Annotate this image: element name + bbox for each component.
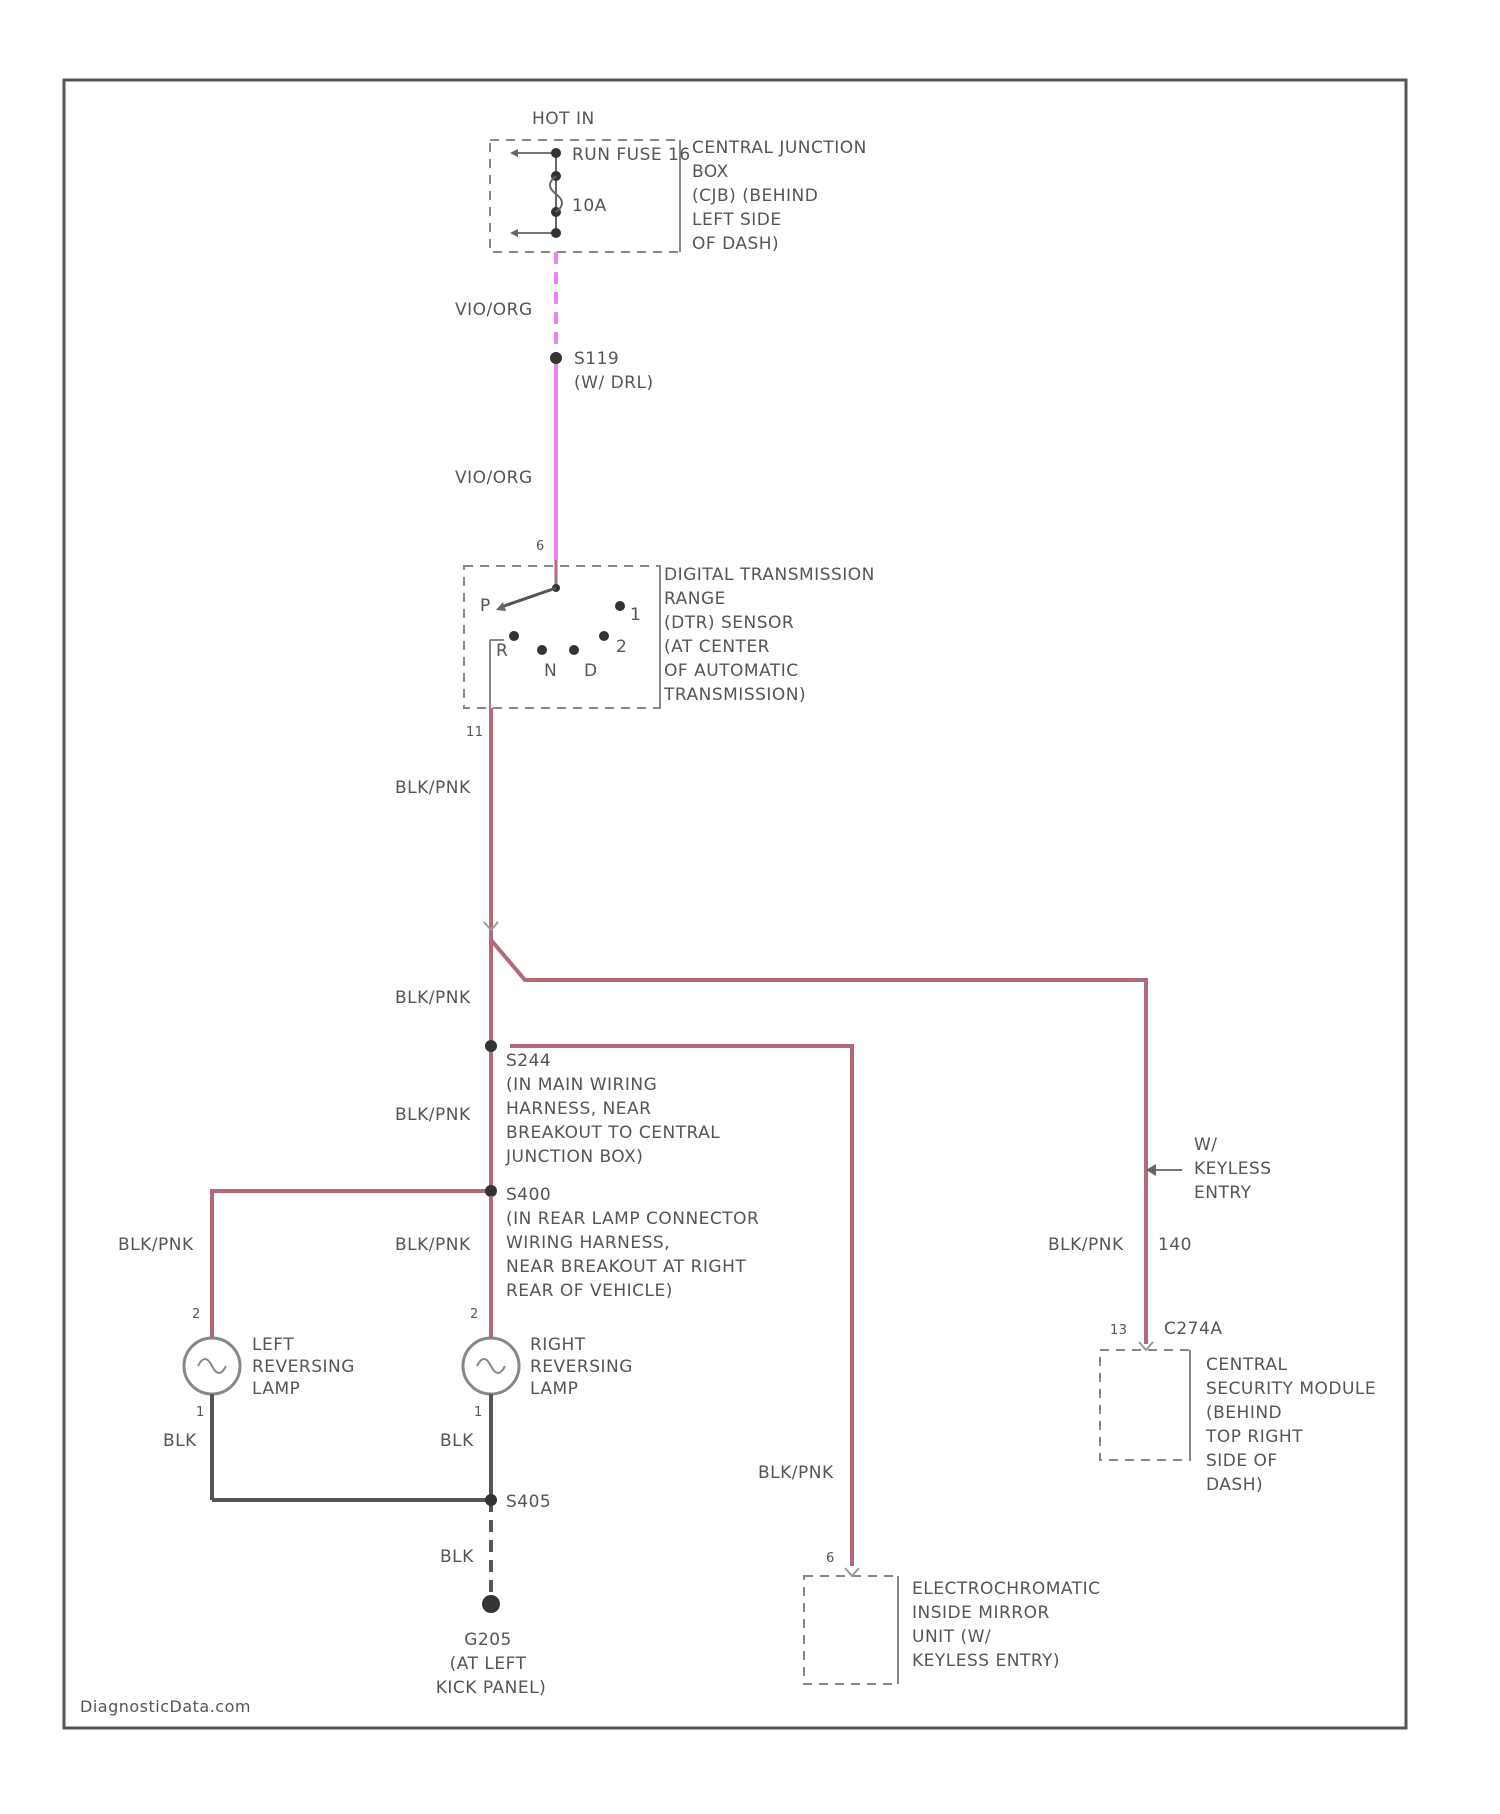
- wire-blk-pnk-label-left: BLK/PNK: [118, 1235, 194, 1255]
- dtr-position-n: N: [544, 661, 557, 681]
- fuse-name-label: RUN FUSE 16: [572, 145, 691, 165]
- wire-blk-pnk-label-2: BLK/PNK: [395, 988, 471, 1008]
- wire-vio-org-label-lower: VIO/ORG: [455, 468, 533, 488]
- circuit-140-label: 140: [1158, 1235, 1192, 1255]
- wire-blk-pnk-label-csm: BLK/PNK: [1048, 1235, 1124, 1255]
- dtr-switch-arm: [504, 588, 556, 606]
- right-reversing-lamp-label: RIGHT REVERSING LAMP: [530, 1335, 639, 1399]
- dtr-position-1: 1: [630, 605, 641, 625]
- splice-s405-label: S405: [506, 1492, 551, 1512]
- dtr-position-p: P: [480, 596, 491, 616]
- splice-s405-dot: [485, 1494, 497, 1506]
- wire-blk-label-right: BLK: [440, 1431, 474, 1451]
- diagram-frame: [64, 80, 1406, 1728]
- dtr-position-d: D: [584, 661, 598, 681]
- central-security-module-outline: [1100, 1350, 1190, 1460]
- csm-pin-label: 13: [1110, 1323, 1128, 1338]
- ground-g205-label: G205 (AT LEFT KICK PANEL): [436, 1630, 546, 1698]
- wire-blk-pnk-label-3: BLK/PNK: [395, 1105, 471, 1125]
- fuse-rating-label: 10A: [572, 196, 607, 216]
- hot-in-label: HOT IN: [532, 109, 595, 129]
- wire-blk-label-left: BLK: [163, 1431, 197, 1451]
- splice-s244-dot: [485, 1040, 497, 1052]
- wire-blk-pnk-label-4: BLK/PNK: [395, 1235, 471, 1255]
- wire-blk-pnk-label-1: BLK/PNK: [395, 778, 471, 798]
- left-lamp-pin-top: 2: [192, 1307, 201, 1322]
- wire-blk-pnk-label-mirror: BLK/PNK: [758, 1463, 834, 1483]
- splice-s119-label: S119 (W/ DRL): [574, 349, 654, 393]
- splice-s244-label: S244 (IN MAIN WIRING HARNESS, NEAR BREAK…: [505, 1051, 726, 1167]
- central-junction-box-label: CENTRAL JUNCTION BOX (CJB) (BEHIND LEFT …: [692, 138, 873, 254]
- central-security-module-label: CENTRAL SECURITY MODULE (BEHIND TOP RIGH…: [1205, 1355, 1382, 1495]
- right-lamp-pin-top: 2: [470, 1307, 479, 1322]
- dtr-sensor-outline: [464, 566, 660, 708]
- electrochromatic-mirror-label: ELECTROCHROMATIC INSIDE MIRROR UNIT (W/ …: [912, 1579, 1106, 1671]
- wire-blk-label-ground: BLK: [440, 1547, 474, 1567]
- right-lamp-pin-bottom: 1: [474, 1405, 483, 1420]
- dtr-position-2: 2: [616, 637, 627, 657]
- dtr-position-r: R: [496, 641, 508, 661]
- electrochromatic-mirror-outline: [804, 1576, 898, 1684]
- ground-g205-symbol: [482, 1595, 500, 1613]
- keyless-entry-label: W/ KEYLESS ENTRY: [1194, 1135, 1277, 1203]
- splice-s400-label: S400 (IN REAR LAMP CONNECTOR WIRING HARN…: [506, 1185, 765, 1301]
- mirror-pin-label: 6: [826, 1551, 835, 1566]
- dtr-pin-in: 6: [536, 539, 545, 554]
- left-reversing-lamp-label: LEFT REVERSING LAMP: [252, 1335, 361, 1399]
- wire-vio-org-label-upper: VIO/ORG: [455, 300, 533, 320]
- splice-s400-dot: [485, 1185, 497, 1197]
- csm-connector-label: C274A: [1164, 1319, 1222, 1339]
- wire-blk-pnk-to-left-lamp: [212, 1191, 491, 1328]
- splice-s119-dot: [550, 352, 562, 364]
- left-lamp-pin-bottom: 1: [196, 1405, 205, 1420]
- watermark: DiagnosticData.com: [80, 1697, 251, 1716]
- dtr-sensor-label: DIGITAL TRANSMISSION RANGE (DTR) SENSOR …: [663, 565, 881, 705]
- dtr-pin-out: 11: [466, 725, 484, 740]
